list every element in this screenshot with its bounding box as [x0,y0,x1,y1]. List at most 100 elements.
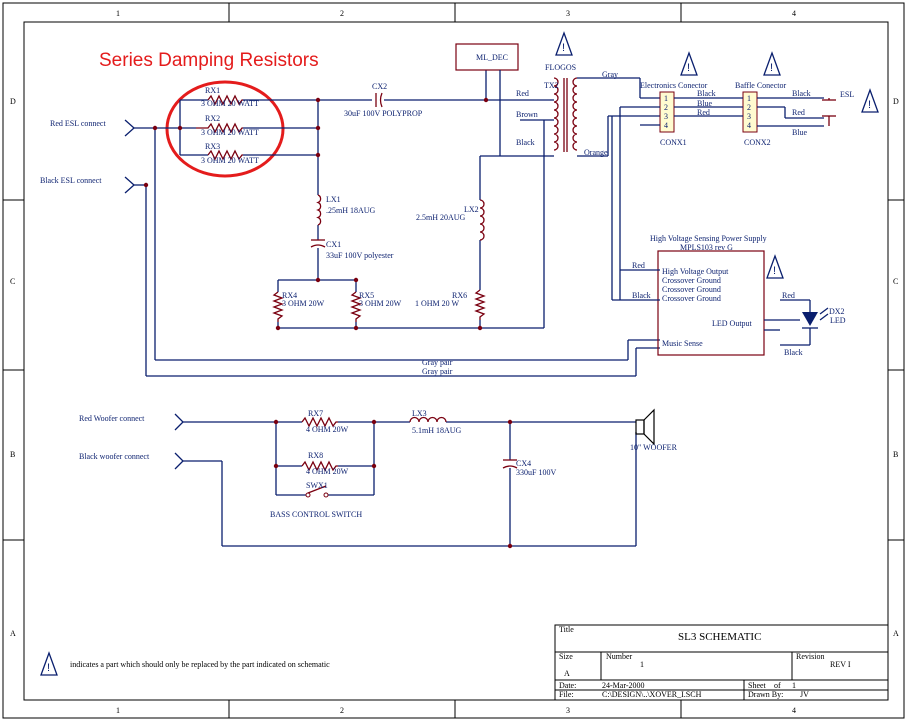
rx5-ref: RX5 [359,291,374,300]
row-label-d: D [10,97,16,106]
title-block [554,624,889,701]
tx-black-label: Black [516,138,535,147]
tb-title-label: Title [559,625,574,634]
lx3-inductor [409,416,447,423]
conx2-pin-3: 3 [747,112,751,121]
woofer-speaker-icon [635,408,655,446]
woofer-label: 10" WOOFER [630,443,678,452]
conx1-ref: CONX1 [660,138,687,147]
esl-panel [822,98,836,126]
rx5-resistor [350,291,362,322]
dx2-value: LED [830,316,846,325]
black-woofer-label: Black woofer connect [79,452,150,461]
ml-dec-label: ML_DEC [476,53,508,62]
rx7-resistor [301,416,338,428]
svg-text:!: ! [868,99,871,111]
baffle-connector-title: Baffle Conector [735,81,787,90]
tb-revision-label: Revision [796,652,824,661]
conx1-pin-3: 3 [664,112,668,121]
swx1-ref: SWX1 [306,481,328,490]
col-label-2-bottom: 2 [340,706,344,715]
junction-dots [143,97,489,331]
rx5-value: 3 OHM 20W [359,299,402,308]
conx2-ref: CONX2 [744,138,771,147]
conx-red-wire: Red [697,108,710,117]
lx1-ref: LX1 [326,195,341,204]
lx2-inductor [479,199,485,241]
rx3-value: 3 OHM 20 WATT [201,156,259,165]
rx8-ref: RX8 [308,451,323,460]
rx3-ref: RX3 [205,142,220,151]
cx4-value: 330uF 100V [516,468,556,477]
red-esl-label: Red ESL connect [50,119,106,128]
col-label-3-bottom: 3 [566,706,570,715]
conx2-pin-2: 2 [747,103,751,112]
row-label-b: B [10,450,15,459]
black-woofer-terminal [174,452,184,470]
conx-blue-wire: Blue [697,99,713,108]
conx1-pin-1: 1 [664,94,668,103]
series-damping-heading: Series Damping Resistors [99,50,319,71]
power-supply-title: High Voltage Sensing Power Supply [650,234,767,243]
electronics-connector [659,91,675,133]
black-esl-terminal [124,176,135,194]
rx1-ref: RX1 [205,86,220,95]
row-label-c-right: C [893,277,898,286]
rx2-ref: RX2 [205,114,220,123]
row-label-a-right: A [893,629,899,638]
swx1-switch [305,485,329,498]
rx4-resistor [272,291,284,322]
baffle-connector [611,91,824,300]
led-red-wire: Red [782,291,795,300]
svg-text:!: ! [770,62,773,74]
ps-pin-hv: High Voltage Output [662,267,729,276]
ps-pin-gnd1: Crossover Ground [662,276,721,285]
rx1-value: 3 OHM 20 WATT [201,99,259,108]
gray-pair-2: Gray pair [422,367,453,376]
svg-text:!: ! [687,62,690,74]
rx7-ref: RX7 [308,409,323,418]
rx6-resistor [474,289,486,320]
row-label-d-right: D [893,97,899,106]
baffle-red-wire: Red [792,108,805,117]
tx2-transformer [499,70,660,157]
rx2-value: 3 OHM 20 WATT [201,128,259,137]
led-black-wire: Black [784,348,803,357]
tweeter-section-wiring [134,70,660,377]
rx6-ref: RX6 [452,291,467,300]
rx1-resistor [207,94,243,106]
tb-size: A [564,669,570,678]
rx8-resistor [301,460,338,472]
col-label-1: 1 [116,9,120,18]
tb-number: 1 [640,660,644,669]
tb-sheet-total: 1 [792,681,796,690]
row-label-a: A [10,629,16,638]
dx2-ref: DX2 [829,307,845,316]
ps-red-wire: Red [632,261,645,270]
tb-drawn: JV [800,690,809,699]
rx4-value: 3 OHM 20W [282,299,325,308]
warning-note: indicates a part which should only be re… [70,660,330,669]
woofer-junctions [273,419,513,549]
tb-date: 24-Mar-2000 [602,681,645,690]
cx2-capacitor [375,92,383,108]
ps-wiring [612,269,811,346]
power-supply-model: MPLS103 rev G [680,243,733,252]
conx-black-wire: Black [697,89,716,98]
svg-text:!: ! [562,42,565,54]
tb-sheet-label: Sheet [748,681,767,690]
rx2-resistor [196,122,243,134]
lx2-ref: LX2 [464,205,479,214]
conx2-pin-4: 4 [747,121,751,130]
conx2-pin-1: 1 [747,94,751,103]
tb-number-label: Number [606,652,633,661]
red-esl-terminal [124,119,135,137]
col-label-4: 4 [792,9,796,18]
lx3-value: 5.1mH 18AUG [412,426,462,435]
tx-red-label: Red [516,89,529,98]
esl-label: ESL [840,90,854,99]
tx-gray-label: Gray [602,70,618,79]
tb-drawn-label: Drawn By: [748,690,783,699]
